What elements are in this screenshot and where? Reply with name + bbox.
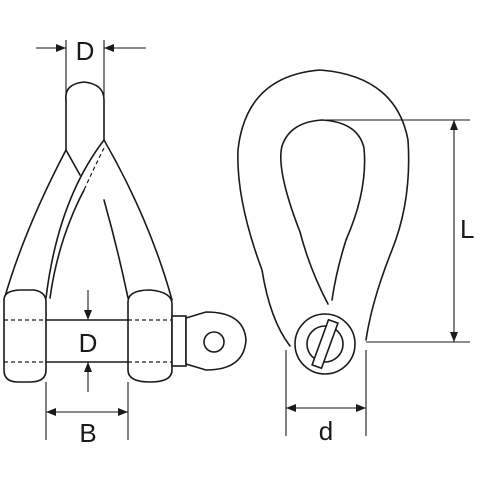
- shackle-right-inner: [65, 149, 129, 299]
- dim-l-arrow-top: [450, 120, 458, 130]
- dim-pin-arrow-top: [84, 310, 92, 320]
- dim-top-arrow-left: [56, 44, 66, 52]
- dim-d-arrow-right: [356, 404, 366, 412]
- right-eye-boss: [127, 289, 173, 383]
- shackle-left-outer: [3, 99, 67, 301]
- shackle-inner-contour: [280, 119, 366, 305]
- dim-d-arrow-left: [286, 404, 296, 412]
- dim-l-arrow-bottom: [450, 332, 458, 342]
- shackle-left-leg: [45, 81, 105, 299]
- dim-b-arrow-right: [118, 408, 128, 416]
- dim-label-inner-width: B: [79, 418, 96, 448]
- dim-b-arrow-left: [46, 408, 56, 416]
- pin-collar: [171, 315, 187, 367]
- shackle-outer-contour: [237, 69, 410, 347]
- shackle-hidden-edge: [83, 147, 105, 191]
- left-eye-boss: [3, 289, 47, 383]
- dim-top-arrow-right: [104, 44, 114, 52]
- side-view: L d: [237, 69, 474, 446]
- pin-eye-hole: [203, 331, 225, 353]
- dim-label-inner-length: L: [460, 214, 474, 244]
- front-view: D D B: [3, 36, 247, 448]
- pin-eye-head: [185, 311, 247, 371]
- shackle-cross-edge: [49, 189, 85, 299]
- dim-pin-arrow-bottom: [84, 362, 92, 372]
- dim-label-top-width: D: [76, 36, 95, 66]
- dim-label-pin-diameter: D: [79, 328, 98, 358]
- dim-label-outer-width: d: [319, 416, 333, 446]
- pin-slot: [311, 318, 339, 370]
- shackle-right-outer: [103, 139, 173, 301]
